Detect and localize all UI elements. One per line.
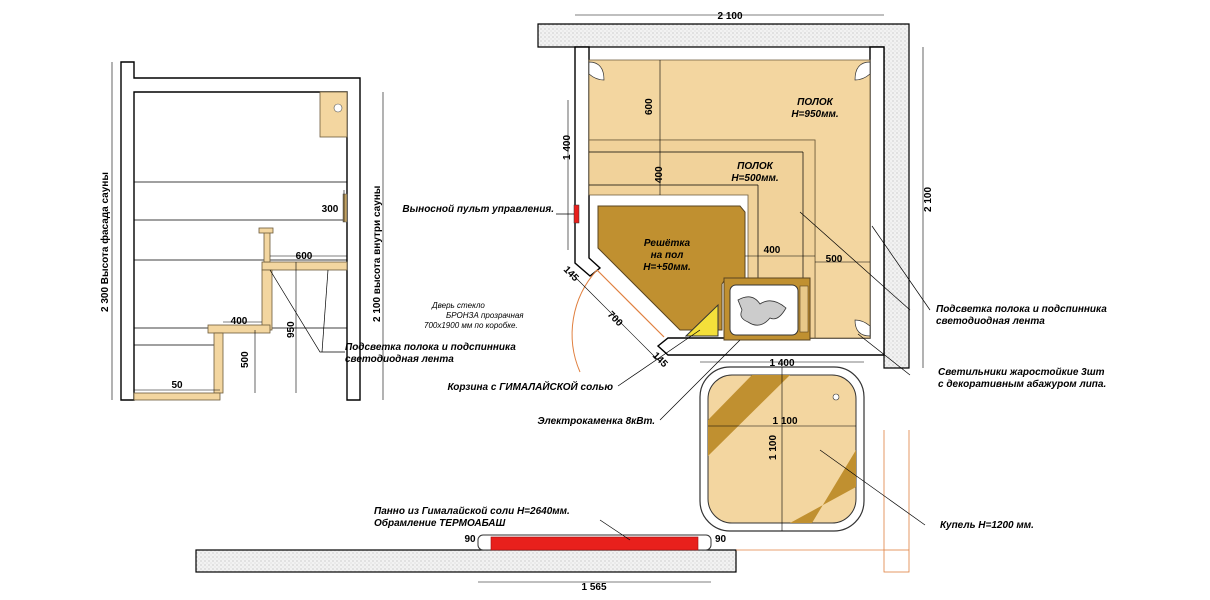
grate-label-1: Решётка [644, 238, 691, 249]
plan-view: 2 100 2 100 1 400 600 400 400 500 145 14… [195, 11, 1107, 593]
facade-height-label: 2 300 Высота фасада сауны [99, 172, 111, 312]
dim-300: 300 [322, 204, 339, 215]
dim-top-width: 2 100 [717, 11, 742, 22]
dim-shelf-lower-len: 400 [764, 245, 781, 256]
dim-50-side: 50 [171, 380, 183, 391]
dim-pool-w: 1 100 [772, 416, 797, 427]
lower-bench-label-2: Н=500мм. [731, 173, 778, 184]
elevation-benches [133, 91, 348, 401]
lamp-icon [854, 319, 871, 337]
inner-height-label: 2 100 высота внутри сауны [372, 186, 383, 322]
dim-panel-len: 1 565 [581, 582, 606, 593]
dim-400-side: 400 [231, 316, 248, 327]
dim-door-a: 145 [561, 264, 581, 284]
grate-label-2: на пол [651, 250, 685, 261]
grate-label-3: Н=+50мм. [643, 262, 691, 273]
light-right-label-1: Подсветка полока и подспинника [936, 304, 1107, 315]
dim-left-depth: 1 400 [562, 135, 573, 160]
basket-label: Корзина с ГИМАЛАЙСКОЙ солью [447, 380, 613, 393]
dim-500-side: 500 [240, 351, 251, 368]
door-label-3: 700х1900 мм по коробке. [424, 321, 518, 330]
remote-control-icon [573, 204, 580, 224]
door-label-1: Дверь стекло [431, 301, 485, 310]
heater-label: Электрокаменка 8кВт. [537, 416, 655, 427]
remote-label: Выносной пульт управления. [402, 204, 554, 215]
salt-panel [490, 536, 699, 551]
light-left-label-1: Подсветка полока и подспинника [345, 342, 516, 353]
lower-bench-label-1: ПОЛОК [737, 161, 773, 172]
lamp-icon [588, 61, 605, 81]
dim-shelf-right-len: 500 [826, 254, 843, 265]
side-elevation: 2 300 Высота фасада сауны 2 100 высота в… [99, 61, 516, 401]
door [571, 269, 665, 373]
sauna-walls [574, 46, 602, 277]
dim-door-len: 700 [605, 309, 625, 329]
lamp-icon [854, 61, 871, 81]
panel-label-2: Обрамление ТЕРМОАБАШ [374, 517, 505, 529]
dim-shelf-lower-depth: 400 [654, 166, 665, 183]
dim-950-side: 950 [286, 321, 297, 338]
elevation-left-wall [120, 61, 361, 401]
dim-pool-h: 1 100 [768, 435, 779, 460]
dim-600-side: 600 [296, 251, 313, 262]
lamps-label-2: с декоративным абажуром липа. [938, 378, 1106, 390]
light-right-label-2: светодиодная лента [936, 316, 1045, 327]
heater [723, 277, 811, 341]
plan-bottom-wall [195, 549, 737, 573]
door-label-2: БРОНЗА прозрачная [446, 311, 524, 320]
light-left-label-2: светодиодная лента [345, 354, 454, 365]
pool-label: Купель Н=1200 мм. [940, 520, 1034, 531]
dim-right-height: 2 100 [923, 187, 934, 212]
dim-panel-right: 90 [715, 534, 727, 545]
plan-top-wall [537, 23, 910, 369]
dim-panel-left: 90 [464, 534, 476, 545]
upper-bench-label-1: ПОЛОК [797, 97, 833, 108]
salt-basket [684, 303, 719, 337]
upper-bench-label-2: Н=950мм. [791, 109, 838, 120]
lamps-label-1: Светильники жаростойкие 3шт [938, 367, 1105, 378]
dim-pool-width-top: 1 400 [769, 358, 794, 369]
dim-shelf-upper-depth: 600 [644, 98, 655, 115]
panel-label-1: Панно из Гималайской соли Н=2640мм. [374, 506, 570, 517]
